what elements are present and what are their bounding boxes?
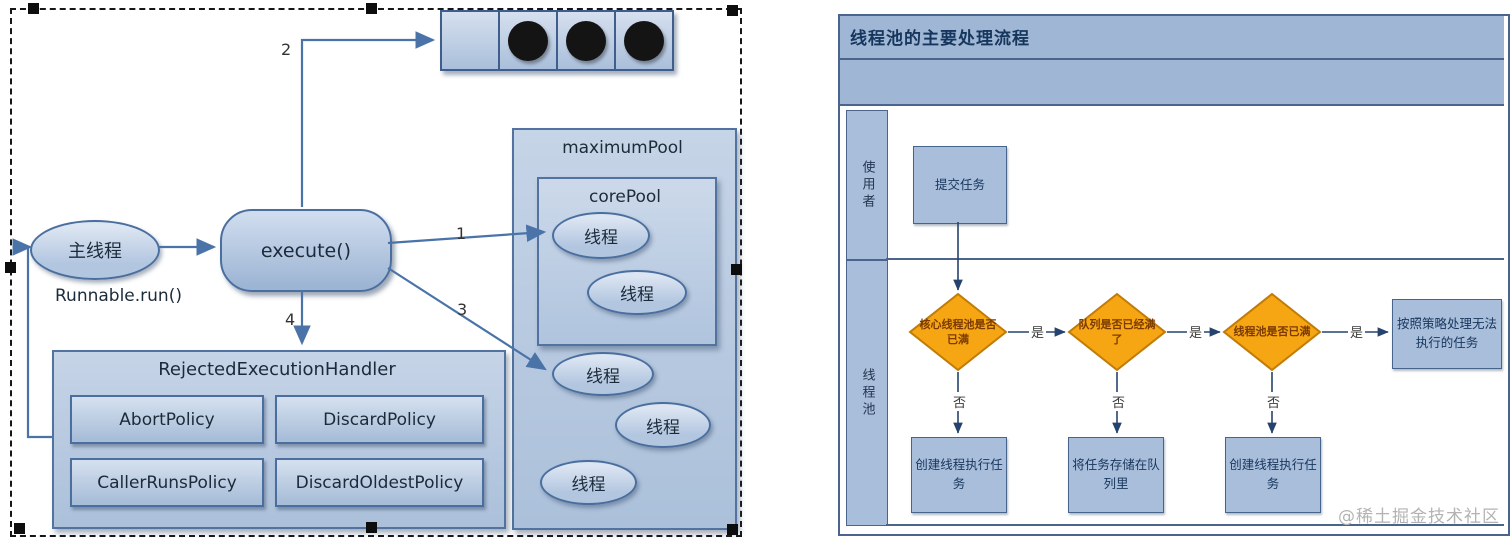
step-1-label: 1	[456, 224, 467, 243]
thread-ellipse-max-2: 线程	[615, 402, 711, 448]
thread-label: 线程	[584, 228, 618, 248]
task-queue	[440, 10, 674, 71]
thread-label: 线程	[571, 475, 606, 495]
policy-discard-oldest: DiscardOldestPolicy	[275, 458, 484, 507]
execute-node: execute()	[220, 209, 392, 292]
selection-handle[interactable]	[14, 523, 25, 534]
task-dot	[624, 20, 664, 61]
policy-discard: DiscardPolicy	[275, 395, 484, 444]
thread-ellipse-core-1: 线程	[552, 212, 650, 259]
node-reject-handle: 按照策略处理无法执行的任务	[1392, 299, 1502, 369]
lane-label-pool: 线程池	[846, 260, 888, 526]
queue-cell	[498, 10, 558, 71]
lane-pool-text: 线程池	[859, 367, 875, 419]
diamond-text-pool-full: 线程池是否已满	[1233, 325, 1311, 339]
policy-abort: AbortPolicy	[70, 395, 264, 444]
edge-label-no: 否	[1265, 392, 1283, 411]
step-4-label: 4	[285, 310, 296, 329]
execute-label: execute()	[260, 239, 352, 262]
queue-cell	[440, 10, 500, 71]
thread-label: 线程	[620, 285, 654, 305]
flowchart-subtitle-band	[840, 60, 1504, 106]
thread-ellipse-max-1: 线程	[552, 352, 654, 396]
core-pool-label: corePool	[589, 187, 661, 207]
policy-caller-runs: CallerRunsPolicy	[70, 458, 264, 507]
selection-handle[interactable]	[5, 262, 16, 273]
node-create-thread-1: 创建线程执行任务	[911, 437, 1007, 513]
watermark: @稀土掘金技术社区	[1338, 507, 1500, 527]
node-store-in-queue: 将任务存储在队列里	[1068, 437, 1164, 513]
core-pool-box	[537, 177, 717, 346]
lane-user-text: 使用者	[859, 159, 875, 211]
runnable-run-label: Runnable.run()	[55, 286, 182, 306]
main-thread-label: 主线程	[68, 241, 122, 262]
task-dot	[508, 20, 548, 61]
edge-label-no: 否	[1110, 392, 1128, 411]
node-submit-task: 提交任务	[913, 146, 1007, 224]
lane-bottom-line	[886, 524, 1504, 526]
edge-label-yes: 是	[1348, 322, 1366, 341]
diamond-text-queue-full: 队列是否已经满了	[1078, 317, 1156, 346]
edge-label-no: 否	[951, 392, 969, 411]
thread-ellipse-core-2: 线程	[587, 270, 687, 315]
selection-handle[interactable]	[28, 3, 39, 14]
thread-ellipse-max-3: 线程	[540, 460, 637, 505]
thread-label: 线程	[646, 417, 680, 438]
step-3-label: 3	[457, 300, 468, 319]
step-2-label: 2	[281, 40, 292, 59]
queue-cell	[556, 10, 616, 71]
selection-handle[interactable]	[366, 3, 377, 14]
edge-label-yes: 是	[1029, 322, 1047, 341]
flowchart-title-band: 线程池的主要处理流程	[840, 16, 1504, 60]
thread-label: 线程	[586, 366, 620, 387]
lane-divider	[886, 258, 1504, 260]
edge-label-yes: 是	[1187, 322, 1205, 341]
maximum-pool-label: maximumPool	[562, 138, 683, 158]
flowchart-title: 线程池的主要处理流程	[850, 29, 1030, 49]
diamond-text-core-pool-full: 核心线程池是否已满	[919, 317, 997, 346]
selection-handle[interactable]	[731, 264, 742, 275]
node-create-thread-2: 创建线程执行任务	[1225, 437, 1321, 513]
rejected-handler-title: RejectedExecutionHandler	[158, 359, 396, 380]
selection-handle[interactable]	[727, 524, 738, 535]
task-dot	[566, 20, 606, 61]
selection-handle[interactable]	[366, 522, 377, 533]
selection-handle[interactable]	[727, 5, 738, 16]
lane-label-user: 使用者	[846, 110, 888, 260]
main-thread-ellipse: 主线程	[30, 220, 160, 280]
queue-cell	[614, 10, 674, 71]
flowchart-panel: 线程池的主要处理流程 使用者 线程池 提交任务 按照策略处理无法执行的任务 创建…	[838, 14, 1510, 536]
